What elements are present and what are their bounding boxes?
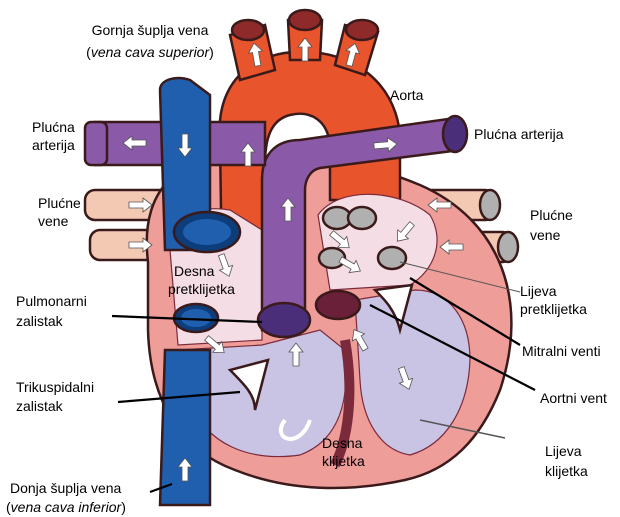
pulmonary-artery-left-label-1: Plućna — [32, 119, 75, 135]
pulmonary-veins-left-label-2: vene — [38, 213, 69, 229]
svc-latin-label: (vena cava superior) — [86, 44, 214, 60]
right-ventricle-label-1: Desna — [322, 435, 363, 451]
right-ventricle-label-2: klijetka — [322, 453, 365, 469]
ivc-label: Donja šuplja vena — [10, 480, 122, 496]
mitral-valve-label: Mitralni venti — [522, 343, 601, 359]
right-atrium-label-2: pretklijetka — [168, 281, 235, 297]
pulmonary-artery-right-opening — [443, 116, 467, 152]
pulmonary-valve-label-2: zalistak — [16, 313, 64, 329]
aorta-label: Aorta — [390, 87, 424, 103]
right-atrium-label-1: Desna — [174, 263, 215, 279]
tricuspid-valve-label-2: zalistak — [16, 398, 64, 414]
pulmonary-veins-right-label-1: Plućne — [530, 207, 573, 223]
aortic-valve-label: Aortni vent — [540, 390, 607, 406]
pulmonary-artery-left-label-2: arterija — [32, 137, 75, 153]
left-atrium-label-2: pretklijetka — [520, 301, 587, 317]
pulmonary-artery-right-label: Plućna arterija — [474, 126, 564, 142]
pulmonary-veins-left-label-1: Plućne — [38, 195, 81, 211]
left-atrium-label-1: Lijeva — [520, 283, 557, 299]
tricuspid-valve-label-1: Trikuspidalni — [16, 379, 94, 395]
ivc-latin-label: (vena cava inferior) — [6, 499, 126, 515]
pulmonary-valve — [258, 303, 310, 337]
left-ventricle-label-1: Lijeva — [545, 443, 582, 459]
pulmonary-valve-label-1: Pulmonarni — [16, 293, 87, 309]
left-ventricle-label-2: klijetka — [545, 463, 588, 479]
aortic-valve — [316, 291, 360, 319]
inferior-vena-cava — [160, 350, 210, 505]
svc-label: Gornja šuplja vena — [92, 22, 209, 38]
pulmonary-veins-right-label-2: vene — [530, 227, 561, 243]
